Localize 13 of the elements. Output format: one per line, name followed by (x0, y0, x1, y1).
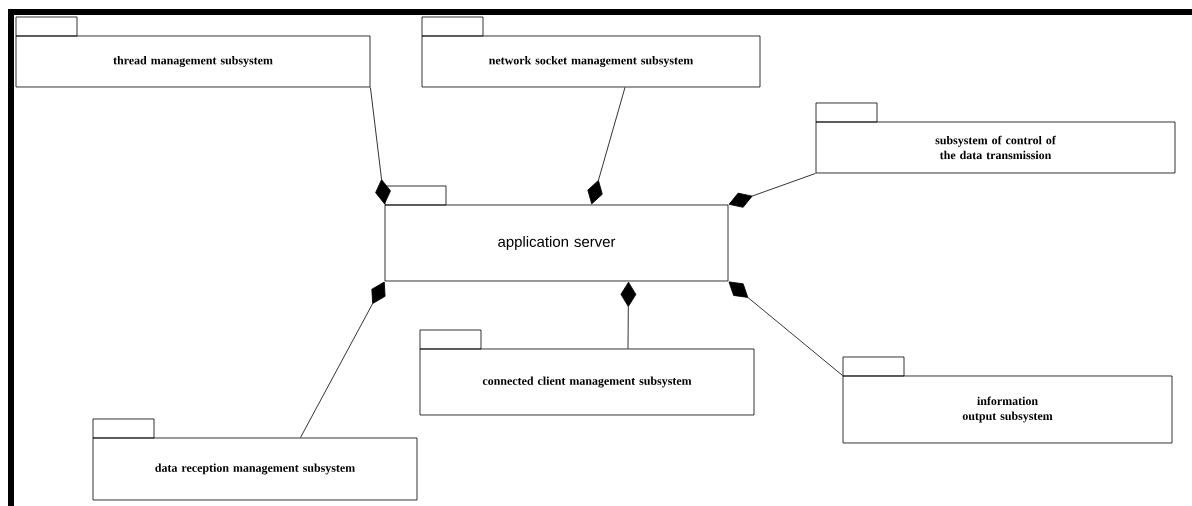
composition-connector (620, 281, 637, 349)
package-box: thread management subsystem (15, 16, 371, 88)
package-box: information output subsystem (842, 356, 1173, 444)
package-box: data reception management subsystem (92, 418, 418, 501)
composition-connector (300, 281, 386, 438)
composition-connector (370, 87, 391, 205)
composition-connector (728, 281, 843, 376)
composition-connector (728, 173, 816, 208)
package-box: connected client management subsystem (419, 329, 755, 416)
composition-connector (587, 87, 626, 205)
package-box: application server (384, 185, 729, 282)
package-box: network socket management subsystem (421, 16, 761, 88)
package-box: subsystem of control of the data transmission (815, 102, 1176, 174)
